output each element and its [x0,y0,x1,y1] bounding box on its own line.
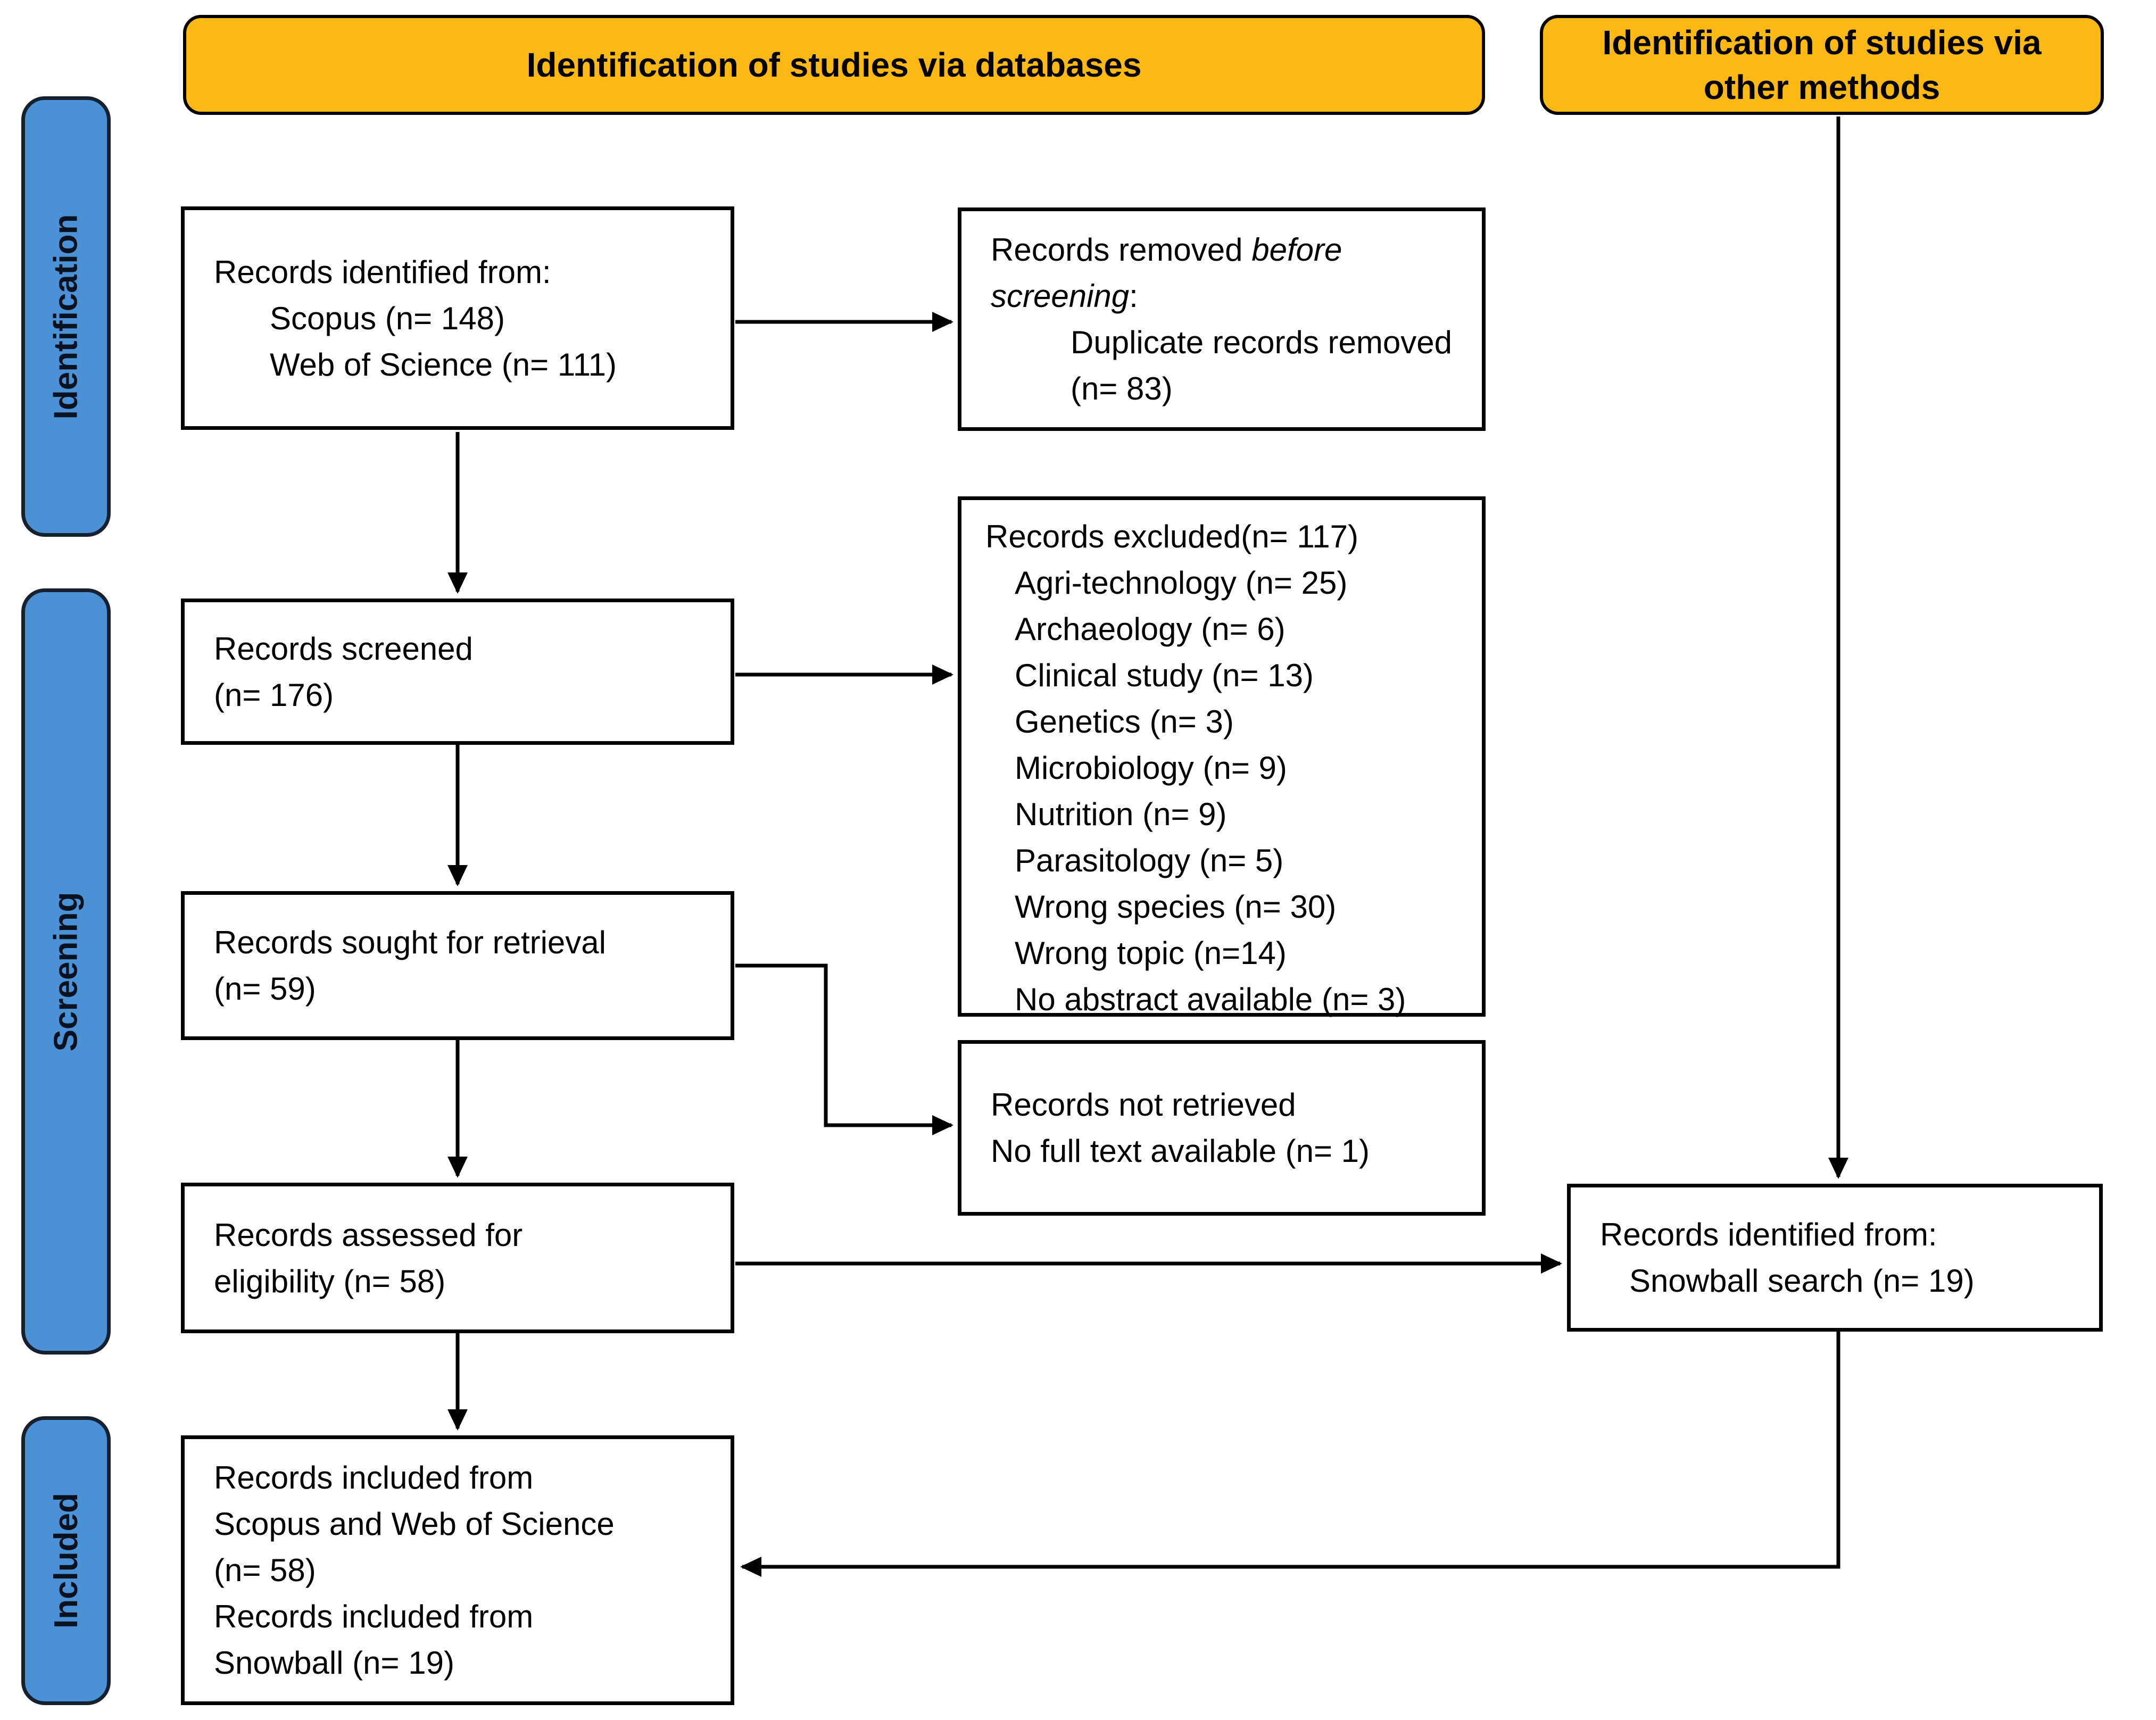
box-records-excluded: Records excluded(n= 117) Agri-technology… [958,496,1486,1017]
box-records-sought: Records sought for retrieval (n= 59) [181,891,734,1040]
box-line: Wrong species (n= 30) [1015,889,1337,925]
box-line: No full text available (n= 1) [991,1133,1370,1169]
box-line: Records identified from: [1600,1217,1937,1252]
box-line: Records not retrieved [991,1087,1296,1123]
box-line: Agri-technology (n= 25) [1015,565,1348,601]
box-line: Parasitology (n= 5) [1015,843,1284,878]
header-other-methods: Identification of studies via other meth… [1540,15,2104,115]
box-records-included: Records included from Scopus and Web of … [181,1435,734,1705]
box-line: Clinical study (n= 13) [1015,658,1314,693]
box-line: Scopus (n= 148) [270,300,505,336]
box-line: Scopus and Web of Science [214,1506,615,1542]
box-line: Nutrition (n= 9) [1015,796,1227,832]
removed-suffix: : [1129,278,1138,314]
box-line: Snowball (n= 19) [214,1645,454,1681]
stage-included-label: Included [47,1493,85,1628]
box-records-identified: Records identified from: Scopus (n= 148)… [181,206,734,430]
box-records-not-retrieved: Records not retrieved No full text avail… [958,1040,1486,1216]
header-databases: Identification of studies via databases [183,15,1485,115]
box-line: No abstract available (n= 3) [1015,982,1406,1017]
box-line: Duplicate records removed (n= 83) [1071,325,1470,406]
removed-italic: before screening [991,232,1342,314]
box-line: Snowball search (n= 19) [1629,1263,1975,1299]
arrow-sought-to-not-retrieved [735,963,953,1135]
box-line: Records identified from: [214,254,551,290]
header-databases-label: Identification of studies via databases [526,45,1142,84]
box-line: (n= 58) [214,1552,316,1588]
box-line: (n= 176) [214,677,334,713]
box-line: Records screened [214,630,473,667]
arrow-snowball-to-included [740,1332,1840,1577]
box-line: Archaeology (n= 6) [1015,611,1286,647]
box-line: Records excluded(n= 117) [985,519,1358,554]
box-line: eligibility (n= 58) [214,1263,446,1299]
box-line: Web of Science (n= 111) [270,346,617,383]
box-line: Records assessed for [214,1217,523,1253]
box-line: Wrong topic (n=14) [1015,935,1287,971]
box-line: Records included from [214,1460,534,1495]
stage-identification-label: Identification [47,214,85,419]
box-records-snowball: Records identified from: Snowball search… [1567,1184,2103,1332]
box-records-removed: Records removed before screening: Duplic… [958,207,1486,431]
box-records-screened: Records screened (n= 176) [181,599,734,745]
header-other-methods-label: Identification of studies via other meth… [1602,23,2042,106]
box-line: Records removed before screening: [991,227,1466,319]
stage-identification: Identification [21,96,111,537]
stage-included: Included [21,1416,111,1705]
removed-prefix: Records removed [991,232,1252,268]
stage-screening-label: Screening [47,892,85,1051]
box-line: (n= 59) [214,971,316,1007]
stage-screening: Screening [21,588,111,1355]
box-line: Microbiology (n= 9) [1015,750,1287,786]
box-line: Records sought for retrieval [214,925,606,960]
box-line: Genetics (n= 3) [1015,704,1234,739]
box-line: Records included from [214,1599,534,1634]
box-records-assessed: Records assessed for eligibility (n= 58) [181,1183,734,1333]
